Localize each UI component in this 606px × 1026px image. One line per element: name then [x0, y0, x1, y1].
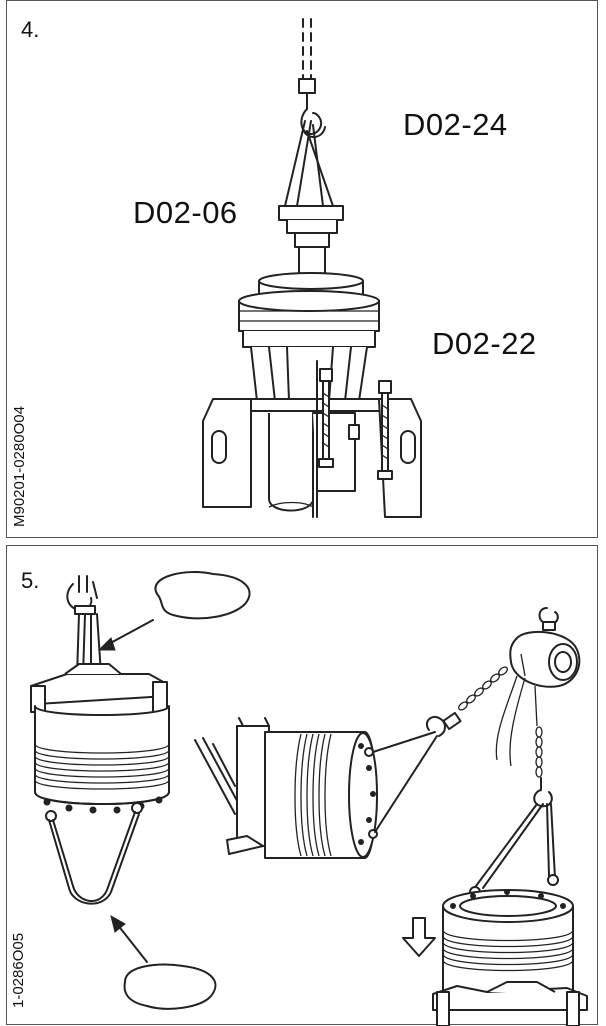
- chain: [458, 666, 508, 711]
- step-5-panel: 5. 1-0286O05: [6, 545, 598, 1026]
- lifting-assembly-drawing: [202, 18, 422, 518]
- part-label-d02-24: D02-24: [403, 107, 508, 142]
- lifting-sling-icon: [372, 731, 438, 833]
- bolt: [377, 380, 393, 480]
- step-number: 4.: [21, 17, 40, 42]
- sling-loop-icon: [123, 963, 217, 1010]
- lifting-sling-icon: [45, 802, 143, 905]
- step-number: 5.: [21, 568, 40, 593]
- bolt: [318, 368, 334, 468]
- pointer-arrow-icon: [110, 914, 148, 963]
- part-label-d02-06: D02-06: [133, 195, 238, 230]
- chain: [535, 726, 543, 778]
- crane-rope: [302, 18, 312, 80]
- lifting-sling-icon: [284, 120, 334, 207]
- pointer-arrow-icon: [97, 619, 154, 651]
- chain-hoist-icon: [509, 607, 581, 688]
- part-label-d02-22: D02-22: [432, 326, 537, 361]
- crane-hook-icon: [425, 711, 462, 737]
- lifting-sling-icon: [472, 803, 556, 891]
- lifting-sling-icon: [194, 737, 242, 815]
- crane-hook-icon: [66, 575, 98, 615]
- down-arrow-icon: [402, 917, 436, 957]
- crane-hook-icon: [533, 777, 553, 808]
- lifting-sequence-drawing: [30, 571, 588, 1026]
- step-4-panel: 4. D02-24 D02-06 D02-22 M90201-0280O04: [6, 0, 598, 538]
- sling-loop-icon: [154, 571, 251, 620]
